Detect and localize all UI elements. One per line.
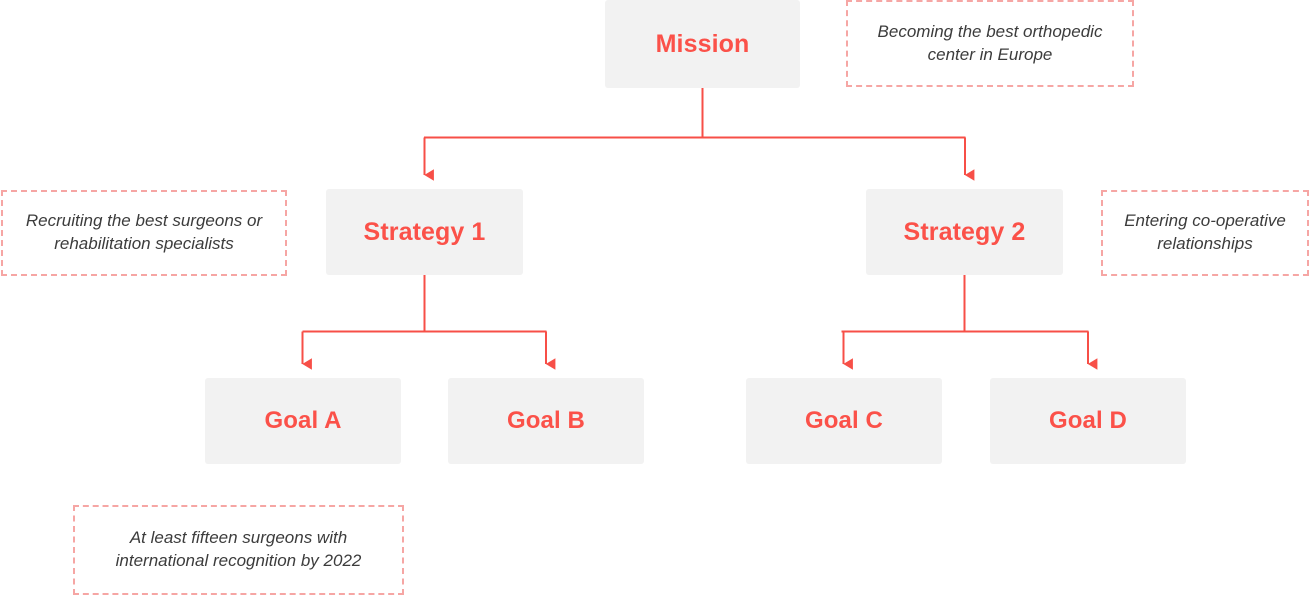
connector-strategy2-to-goals xyxy=(841,275,1098,370)
connector-mission-to-strategies xyxy=(423,88,975,181)
note-goal-a-text: At least fifteen surgeons with internati… xyxy=(115,528,362,570)
note-mission-text: Becoming the best orthopedic center in E… xyxy=(877,21,1103,64)
note-goal-a: At least fifteen surgeons with internati… xyxy=(73,505,404,595)
node-goal-d[interactable]: Goal D xyxy=(990,378,1186,464)
node-strategy-2-label: Strategy 2 xyxy=(903,217,1026,246)
note-strategy-2-text: Entering co-operative relationships xyxy=(1124,211,1286,253)
node-goal-c-label: Goal C xyxy=(805,407,883,434)
node-goal-b-label: Goal B xyxy=(507,407,585,434)
node-goal-b[interactable]: Goal B xyxy=(448,378,644,464)
note-strategy-1: Recruiting the best surgeons or rehabili… xyxy=(1,190,287,276)
node-mission[interactable]: Mission xyxy=(605,0,800,88)
node-goal-c[interactable]: Goal C xyxy=(746,378,942,464)
note-mission: Becoming the best orthopedic center in E… xyxy=(846,0,1134,87)
node-strategy-1-label: Strategy 1 xyxy=(363,217,486,246)
node-goal-d-label: Goal D xyxy=(1049,407,1127,434)
note-strategy-2: Entering co-operative relationships xyxy=(1101,190,1309,276)
node-goal-a[interactable]: Goal A xyxy=(205,378,401,464)
node-strategy-1[interactable]: Strategy 1 xyxy=(326,189,523,275)
node-goal-a-label: Goal A xyxy=(264,407,342,434)
node-strategy-2[interactable]: Strategy 2 xyxy=(866,189,1063,275)
node-mission-label: Mission xyxy=(655,29,750,58)
note-strategy-1-text: Recruiting the best surgeons or rehabili… xyxy=(25,211,263,253)
connector-strategy1-to-goals xyxy=(301,275,556,370)
